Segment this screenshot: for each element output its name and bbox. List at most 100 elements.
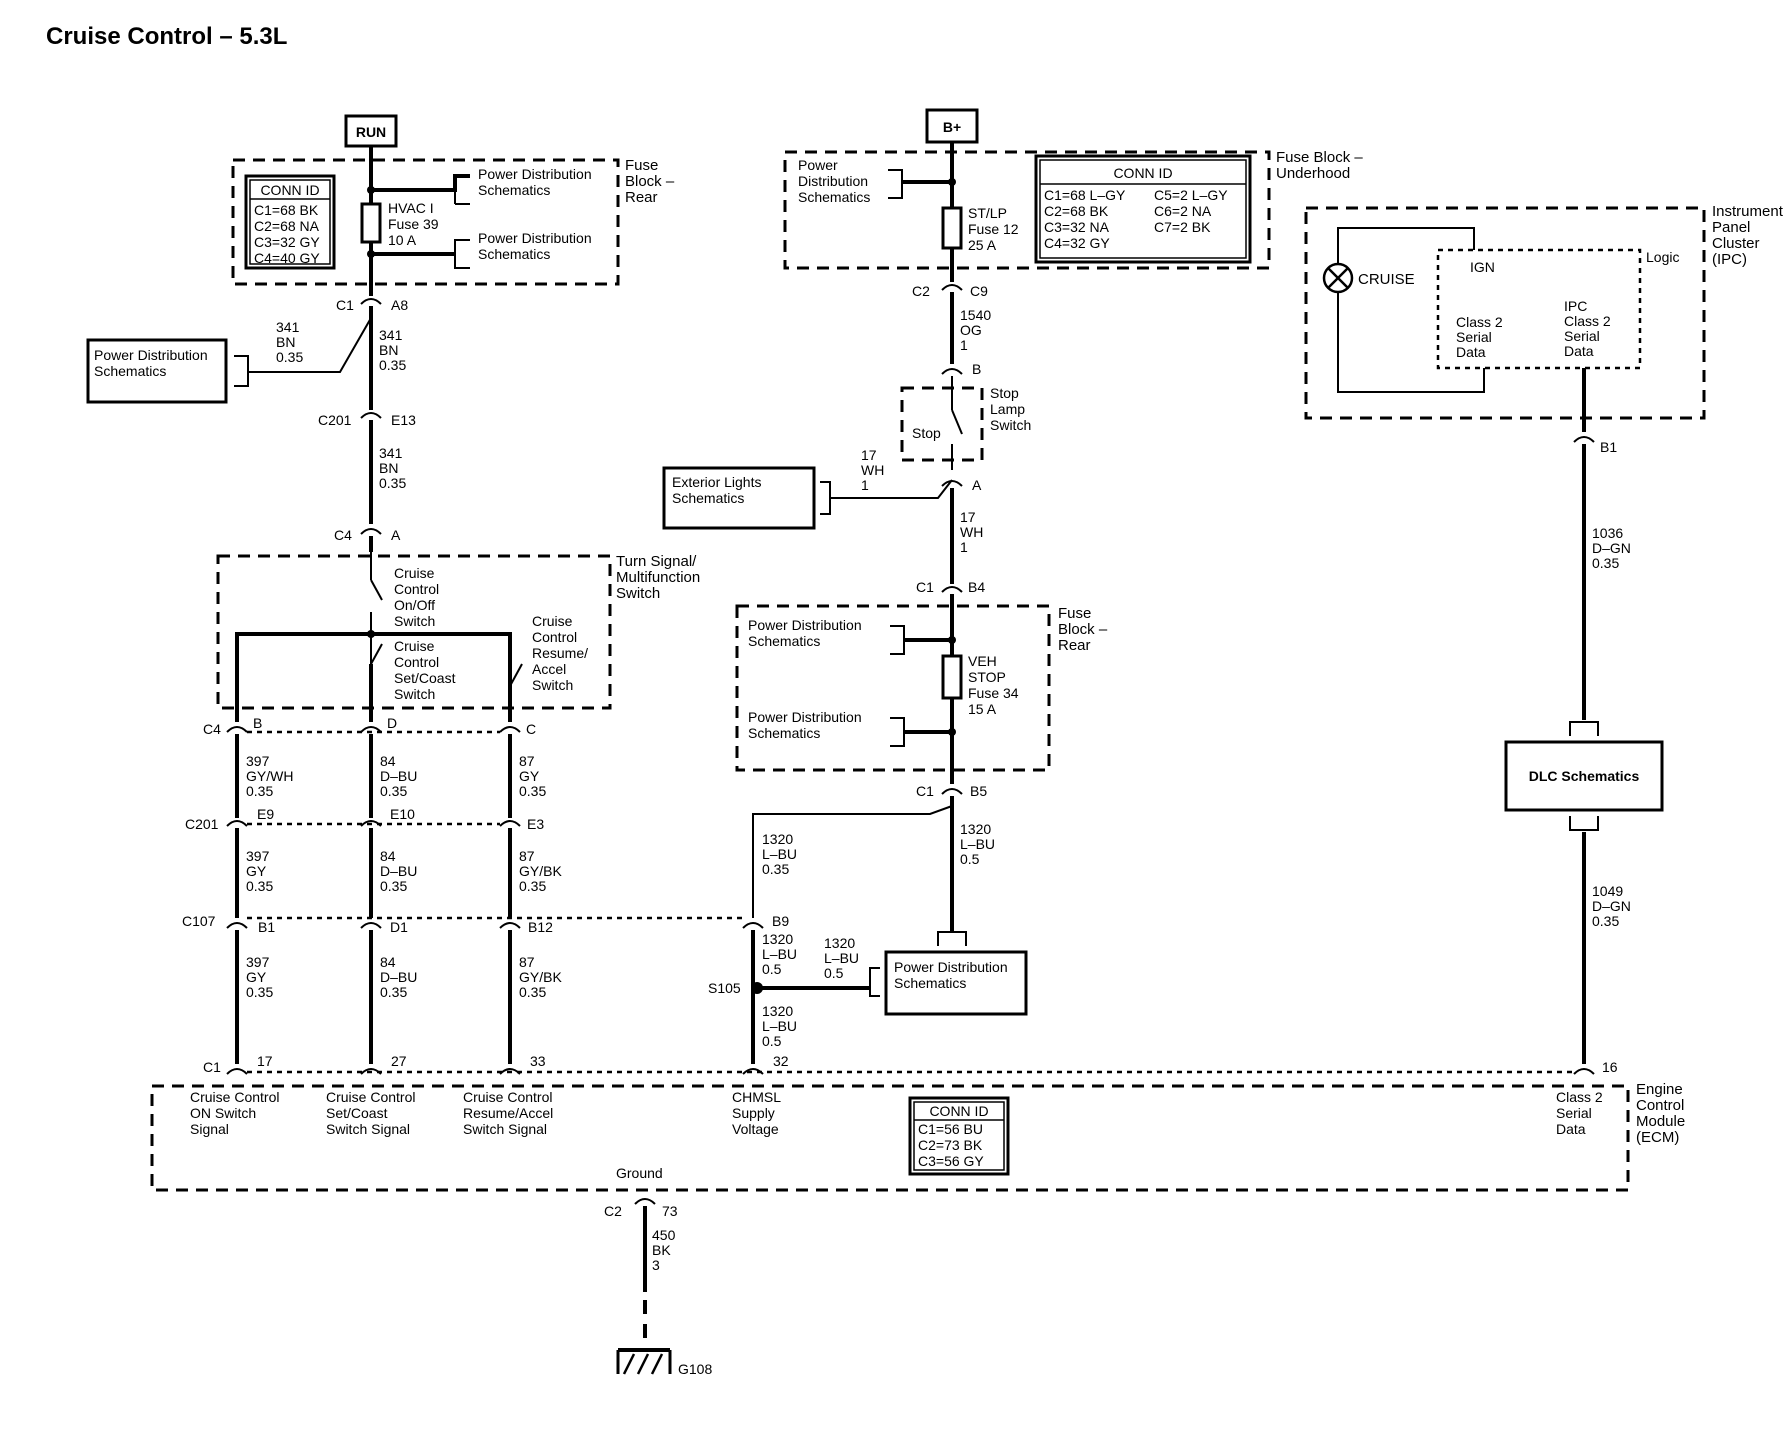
underhood-conn-id-title: CONN ID — [1113, 165, 1172, 181]
stlp-fuse-3: 25 A — [968, 237, 997, 253]
ecm-res-signal-1: Cruise Control — [463, 1089, 552, 1105]
fuse-block-rear-label-1: Fuse — [625, 157, 658, 174]
wire-17b-2: WH — [960, 524, 983, 540]
fuse-rear2-label-1: Fuse — [1058, 605, 1091, 622]
ecm-res-signal-3: Switch Signal — [463, 1121, 547, 1137]
resume-label-1: Cruise — [532, 613, 573, 629]
stop-switch-label-2: Lamp — [990, 401, 1025, 417]
wire-341c-3: 0.35 — [379, 475, 406, 491]
wire-1320e-1: 1320 — [762, 1003, 793, 1019]
wire-1320b-2: L–BU — [960, 836, 995, 852]
resume-label-3: Resume/ — [532, 645, 588, 661]
setcoast-label-4: Switch — [394, 686, 435, 702]
stop-switch-label-3: Switch — [990, 417, 1031, 433]
ipc-label-1: Instrument — [1712, 203, 1784, 220]
pd-left-label-2: Schematics — [94, 363, 166, 379]
ecm-label-3: Module — [1636, 1113, 1685, 1130]
page-title: Cruise Control – 5.3L — [46, 23, 287, 50]
c107-row-d1: D1 — [390, 919, 408, 935]
wire-1320d-2: L–BU — [824, 950, 859, 966]
c107-row-label: C107 — [182, 913, 216, 929]
ecm-label-1: Engine — [1636, 1081, 1683, 1098]
pd-left-label-1: Power Distribution — [94, 347, 208, 363]
wire-341b-1: 341 — [379, 327, 403, 343]
wire-84b-3: 0.35 — [380, 878, 407, 894]
underhood-conn-c4: C4=32 GY — [1044, 235, 1110, 251]
wire-17b-1: 17 — [960, 509, 976, 525]
c107-row-b1: B1 — [258, 919, 275, 935]
wire-84c-2: D–BU — [380, 969, 417, 985]
wire-397b-2: GY — [246, 863, 267, 879]
wire-84a-3: 0.35 — [380, 783, 407, 799]
ipc-class2-1: Class 2 — [1456, 314, 1503, 330]
underhood-label-2: Underhood — [1276, 165, 1350, 182]
onoff-label-1: Cruise — [394, 565, 435, 581]
conn-id-c4: C4=40 GY — [254, 250, 320, 266]
stop-switch-inner: Stop — [912, 425, 941, 441]
stop-lamp-switch: Stop Stop Lamp Switch — [900, 376, 1031, 470]
wire-1540-3: 1 — [960, 337, 968, 353]
hvac-fuse-label-3: 10 A — [388, 232, 417, 248]
veh-stop-fuse-3: Fuse 34 — [968, 685, 1019, 701]
resume-label-4: Accel — [532, 661, 566, 677]
wire-1320c-2: L–BU — [762, 946, 797, 962]
c4-row-label: C4 — [203, 721, 221, 737]
wire-397a-3: 0.35 — [246, 783, 273, 799]
conn-c1-b5-c1: C1 — [916, 783, 934, 799]
ipc-ipcclass2-2: Class 2 — [1564, 313, 1611, 329]
ecm-set-signal-1: Cruise Control — [326, 1089, 415, 1105]
ipc-ign: IGN — [1470, 259, 1495, 275]
wire-341b-2: BN — [379, 342, 398, 358]
underhood-conn-c1: C1=68 L–GY — [1044, 187, 1126, 203]
pd-schematics-left-box[interactable]: Power Distribution Schematics — [86, 338, 249, 404]
conn-id-title-rear: CONN ID — [260, 182, 319, 198]
c4-row-c: C — [526, 721, 536, 737]
conn-c4-a-a: A — [391, 527, 401, 543]
wire-1320a-2: L–BU — [762, 846, 797, 862]
dlc-schematics-box[interactable]: DLC Schematics — [1504, 721, 1664, 831]
connector-row-c4: C4 B D C — [203, 715, 536, 737]
conn-id-c2: C2=68 NA — [254, 218, 320, 234]
wire-84b-2: D–BU — [380, 863, 417, 879]
ecm-res-signal-2: Resume/Accel — [463, 1105, 553, 1121]
ext-lights-label-2: Schematics — [672, 490, 744, 506]
wire-1320a-3: 0.35 — [762, 861, 789, 877]
wire-341a-3: 0.35 — [276, 349, 303, 365]
onoff-label-2: Control — [394, 581, 439, 597]
wire-87c-3: 0.35 — [519, 984, 546, 1000]
veh-stop-fuse-1: VEH — [968, 653, 997, 669]
fuse-rear2-label-3: Rear — [1058, 637, 1091, 654]
underhood-conn-c5: C5=2 L–GY — [1154, 187, 1228, 203]
turn-signal-label-1: Turn Signal/ — [616, 553, 697, 570]
wire-84c-1: 84 — [380, 954, 396, 970]
c4-row-d: D — [387, 715, 397, 731]
wire-84a-1: 84 — [380, 753, 396, 769]
conn-c1-b5-b5: B5 — [970, 783, 987, 799]
exterior-lights-schematics-box[interactable]: Exterior Lights Schematics — [662, 466, 831, 530]
ecm-class2-2: Serial — [1556, 1105, 1592, 1121]
ecm-conn-id-c1: C1=56 BU — [918, 1121, 983, 1137]
ext-lights-label-1: Exterior Lights — [672, 474, 761, 490]
wire-397a-1: 397 — [246, 753, 270, 769]
pd-schematics-s105-box[interactable]: Power Distribution Schematics — [869, 931, 1028, 1016]
stlp-fuse-2: Fuse 12 — [968, 221, 1019, 237]
wire-1320e-3: 0.5 — [762, 1033, 782, 1049]
ecm-conn-id-c3: C3=56 GY — [918, 1153, 984, 1169]
wire-17b-3: 1 — [960, 539, 968, 555]
wire-341c-2: BN — [379, 460, 398, 476]
wire-397a-2: GY/WH — [246, 768, 293, 784]
ipc-logic: Logic — [1646, 249, 1679, 265]
stop-switch-label-1: Stop — [990, 385, 1019, 401]
bplus-power-source: B+ — [925, 108, 979, 144]
ecm-class2-3: Data — [1556, 1121, 1586, 1137]
ipc-ipcclass2-3: Serial — [1564, 328, 1600, 344]
setcoast-label-1: Cruise — [394, 638, 435, 654]
pd-s105-label-1: Power Distribution — [894, 959, 1008, 975]
wire-87a-2: GY — [519, 768, 540, 784]
turn-signal-label-3: Switch — [616, 585, 660, 602]
ipc-ipcclass2-1: IPC — [1564, 298, 1587, 314]
connector-row-c201: C201 E9 E10 E3 — [185, 806, 544, 832]
pd-schematics-1b: Schematics — [478, 182, 550, 198]
ground-conn-c2: C2 — [604, 1203, 622, 1219]
c201-row-e10: E10 — [390, 806, 415, 822]
